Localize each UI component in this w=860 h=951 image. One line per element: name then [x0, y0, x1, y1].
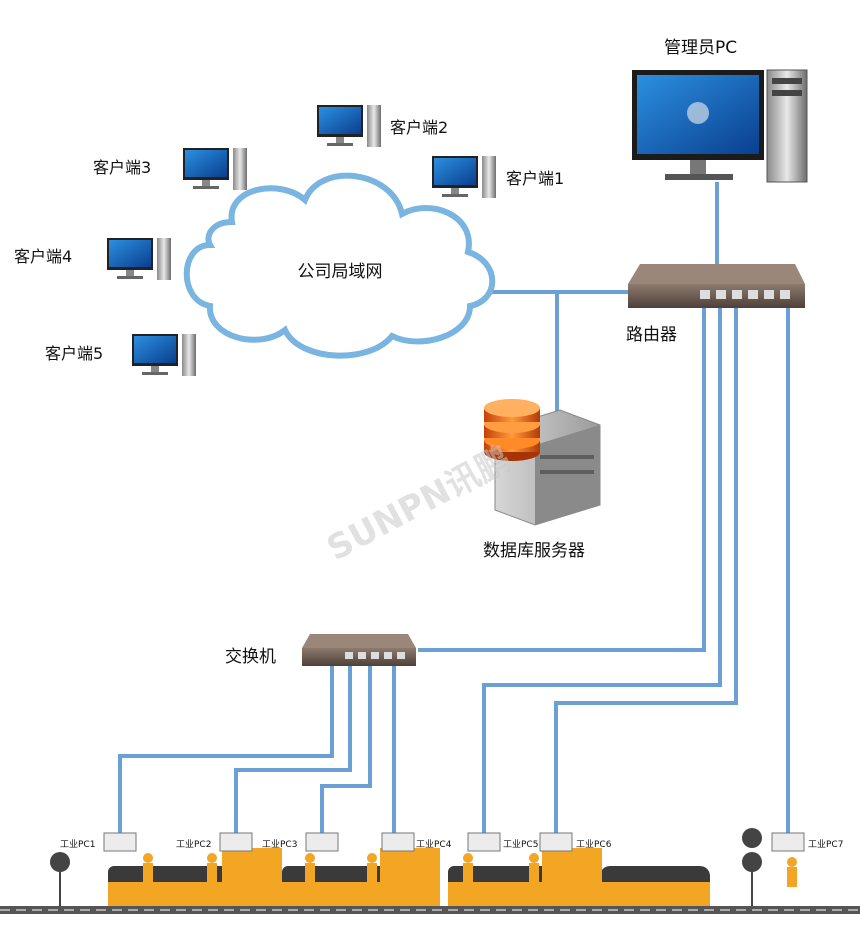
link-switch-pc3 [320, 666, 372, 833]
router-icon [628, 264, 805, 308]
industrial-pc-icon [305, 832, 339, 852]
client-pc-icon [107, 238, 171, 280]
link-router-switch [418, 306, 706, 652]
admin-pc-icon [632, 69, 808, 183]
link-router-pc5 [482, 306, 722, 833]
industrial-pc-label: 工业PC7 [808, 839, 843, 850]
industrial-pc-icon [219, 832, 253, 852]
admin-pc-label: 管理员PC [664, 38, 737, 58]
switch-icon [302, 634, 416, 666]
production-line [0, 828, 860, 914]
client-pc-icon [183, 148, 247, 190]
link-router-pc6 [554, 306, 738, 833]
client-pc-icon [317, 105, 381, 147]
industrial-pc-icon [467, 832, 501, 852]
industrial-pc-label: 工业PC1 [60, 839, 95, 850]
industrial-pc-label: 工业PC4 [416, 839, 452, 850]
cloud-label: 公司局域网 [298, 262, 383, 282]
client-pc-icon [432, 156, 496, 198]
link-switch-pc1 [118, 666, 334, 833]
industrial-pc-icon [771, 832, 805, 852]
industrial-pc-icon [539, 832, 573, 852]
client-label: 客户端4 [14, 247, 72, 266]
network-links [118, 182, 790, 833]
industrial-pc-label: 工业PC3 [262, 839, 297, 850]
client-label: 客户端3 [93, 158, 151, 177]
industrial-pc-label: 工业PC6 [576, 839, 612, 850]
industrial-pc-label: 工业PC5 [503, 839, 538, 850]
database-server-icon [484, 399, 601, 526]
switch-label: 交换机 [225, 647, 276, 667]
industrial-pc-icon [103, 832, 137, 852]
industrial-pc-label: 工业PC2 [176, 839, 211, 850]
client-label: 客户端1 [506, 169, 564, 188]
cloud-icon [183, 172, 496, 359]
industrial-pc-icon [381, 832, 415, 852]
db-server-label: 数据库服务器 [483, 541, 585, 561]
client-label: 客户端2 [390, 118, 448, 137]
router-label: 路由器 [626, 325, 677, 345]
client-pc-icon [132, 334, 196, 376]
link-switch-pc2 [234, 666, 352, 833]
client-label: 客户端5 [45, 344, 103, 363]
